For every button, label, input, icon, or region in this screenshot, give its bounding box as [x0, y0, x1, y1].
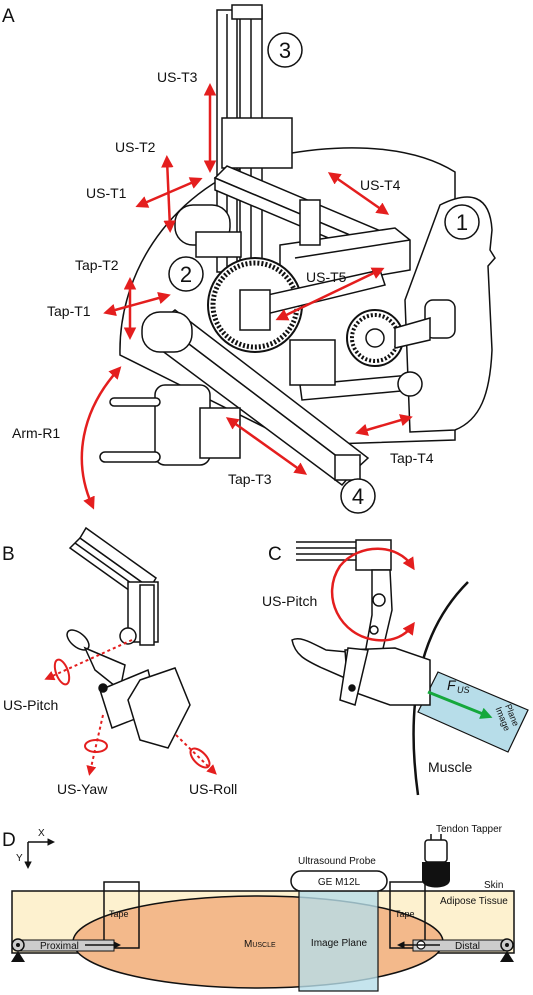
- b-label-us-yaw: US-Yaw: [57, 781, 108, 797]
- us-t4-arrow: [327, 172, 390, 215]
- label-tendon-tapper: Tendon Tapper: [436, 824, 503, 835]
- proximal-bar: [11, 938, 121, 962]
- c-mechanism: [291, 539, 431, 706]
- ultrasound-probe: [290, 870, 388, 892]
- c-force-label: F: [447, 677, 457, 693]
- label-tap-t4: Tap-T4: [390, 450, 434, 466]
- panel-b-label: B: [2, 544, 15, 565]
- label-proximal: Proximal: [40, 941, 79, 952]
- tape-right-box: [389, 881, 426, 949]
- label-us-t2: US-T2: [115, 139, 156, 155]
- tap-t1-arrow: [103, 291, 171, 317]
- tendon-tapper: [422, 834, 450, 888]
- circle-number-4: 4: [340, 478, 376, 514]
- label-us-t1: US-T1: [86, 185, 127, 201]
- tap-t4-arrow: [355, 414, 413, 436]
- c-pitch-arrow: [330, 547, 415, 642]
- b-yaw-axis: [86, 714, 104, 776]
- label-arm-r1: Arm-R1: [12, 425, 60, 441]
- svg-text:2: 2: [180, 262, 192, 287]
- label-tap-t2: Tap-T2: [75, 257, 119, 273]
- us-t1-arrow: [135, 177, 203, 208]
- us-t5-arrow: [275, 267, 385, 321]
- label-probe-model: GE M12L: [318, 877, 361, 888]
- circle-number-1: 1: [444, 204, 480, 240]
- label-us-t4: US-T4: [360, 177, 401, 193]
- axis-x-label: X: [38, 828, 45, 839]
- label-skin: Skin: [484, 880, 503, 891]
- image-plane-rect: [298, 886, 379, 992]
- b-pitch-ring: [53, 658, 71, 686]
- arm-r1-arrow: [80, 366, 122, 510]
- c-force-subscript: US: [457, 685, 470, 695]
- label-tap-t1: Tap-T1: [47, 303, 91, 319]
- axis-y-label: Y: [16, 853, 23, 864]
- label-us-t5: US-T5: [306, 269, 347, 285]
- label-muscle: Muscle: [244, 939, 276, 950]
- label-tap-t3: Tap-T3: [228, 471, 272, 487]
- label-us-t3: US-T3: [157, 69, 198, 85]
- c-label-muscle: Muscle: [428, 759, 473, 775]
- tape-left-box: [103, 881, 140, 949]
- label-ultrasound-probe: Ultrasound Probe: [298, 856, 376, 867]
- panel-c-label: C: [268, 544, 282, 565]
- c-label-us-pitch: US-Pitch: [262, 593, 317, 609]
- panel-a-label: A: [2, 6, 15, 27]
- label-tape-right: Tape: [395, 909, 415, 919]
- distal-bar: [397, 938, 514, 962]
- svg-text:3: 3: [279, 38, 291, 63]
- panel-c: C F US Image Plane US-Pitch Muscl: [262, 539, 529, 796]
- tapper-gear: [346, 299, 456, 367]
- svg-text:4: 4: [352, 484, 364, 509]
- label-image-plane: Image Plane: [311, 938, 368, 949]
- panel-b: B US-Pitch US-Yaw US-Roll: [2, 526, 237, 797]
- b-roll-ring: [189, 747, 211, 769]
- circle-number-3: 3: [267, 32, 303, 68]
- b-label-us-pitch: US-Pitch: [3, 697, 58, 713]
- tap-t3-arrow: [225, 417, 308, 475]
- panel-b-mechanism: [66, 526, 191, 749]
- label-adipose: Adipose Tissue: [440, 896, 508, 907]
- svg-text:1: 1: [456, 210, 468, 235]
- c-force-arrow: [427, 690, 493, 719]
- label-distal: Distal: [455, 941, 480, 952]
- circle-number-2: 2: [168, 256, 204, 292]
- b-label-us-roll: US-Roll: [189, 781, 237, 797]
- panel-d: D X Y: [2, 824, 515, 992]
- panel-a: A: [2, 4, 496, 514]
- b-yaw-ring: [84, 739, 108, 753]
- panel-d-label: D: [2, 830, 16, 851]
- label-tape-left: Tape: [109, 909, 129, 919]
- b-roll-axis: [175, 734, 217, 775]
